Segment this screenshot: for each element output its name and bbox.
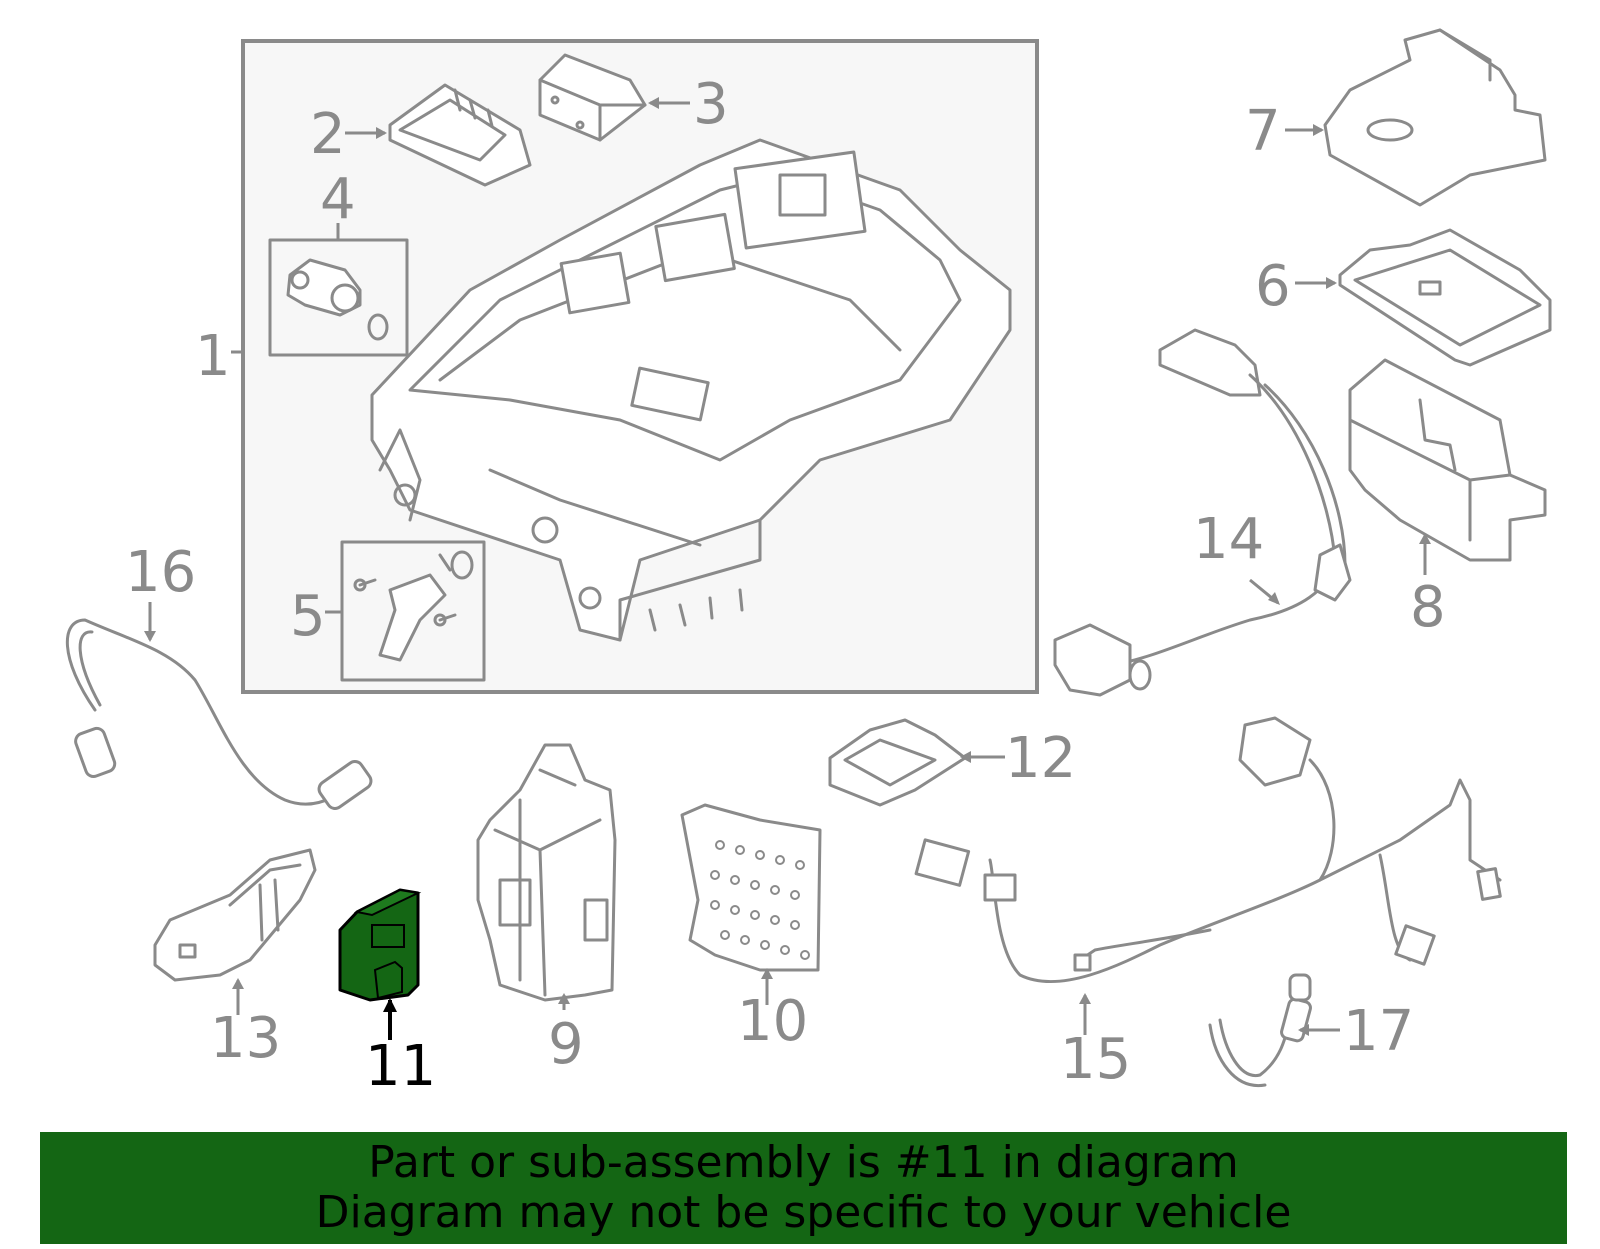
callout-7[interactable]: 7 xyxy=(1245,99,1281,164)
callout-8[interactable]: 8 xyxy=(1410,575,1446,640)
callout-12[interactable]: 12 xyxy=(1005,726,1076,791)
callout-5[interactable]: 5 xyxy=(290,584,326,649)
footer-line-1: Part or sub-assembly is #11 in diagram xyxy=(368,1137,1239,1188)
callout-16[interactable]: 16 xyxy=(125,540,196,605)
callout-11[interactable]: 11 xyxy=(365,1034,436,1099)
footer-line-2: Diagram may not be specific to your vehi… xyxy=(315,1187,1292,1238)
arrow-16 xyxy=(144,631,156,642)
callout-10[interactable]: 10 xyxy=(737,989,808,1054)
part-6-plate[interactable] xyxy=(1338,228,1552,367)
part-15-harness[interactable] xyxy=(914,716,1502,984)
arrowheads xyxy=(144,97,1431,1036)
part-4-valve-kit[interactable] xyxy=(268,238,409,357)
callout-1[interactable]: 1 xyxy=(195,324,231,389)
callout-9[interactable]: 9 xyxy=(548,1012,584,1077)
arrow-14 xyxy=(1268,592,1280,605)
callout-4[interactable]: 4 xyxy=(320,167,356,232)
inverter-housing[interactable] xyxy=(370,138,1012,642)
arrow-15 xyxy=(1079,993,1091,1004)
arrow-11 xyxy=(383,998,397,1012)
callout-2[interactable]: 2 xyxy=(310,102,346,167)
footer-banner: Part or sub-assembly is #11 in diagram D… xyxy=(40,1132,1567,1244)
part-7-cover[interactable] xyxy=(1323,28,1547,207)
part-14-harness[interactable] xyxy=(1053,328,1352,697)
arrow-13 xyxy=(232,978,244,989)
arrow-6 xyxy=(1326,277,1337,289)
part-9-module[interactable] xyxy=(476,743,617,1002)
arrow-7 xyxy=(1313,124,1324,136)
callout-13[interactable]: 13 xyxy=(210,1006,281,1071)
part-11-control-module[interactable] xyxy=(338,888,422,1002)
arrow-9 xyxy=(558,993,570,1004)
callout-6[interactable]: 6 xyxy=(1255,254,1291,319)
part-10-heat-shield[interactable] xyxy=(680,803,822,972)
arrow-3 xyxy=(648,97,659,109)
part-2-bracket[interactable] xyxy=(388,83,532,187)
callout-14[interactable]: 14 xyxy=(1193,507,1264,572)
arrow-12 xyxy=(960,751,971,763)
callout-15[interactable]: 15 xyxy=(1060,1027,1131,1092)
part-12-module[interactable] xyxy=(828,718,967,807)
arrow-17 xyxy=(1298,1024,1309,1036)
callout-17[interactable]: 17 xyxy=(1343,999,1414,1064)
part-17-sensor[interactable] xyxy=(1208,973,1312,1088)
assembly-1-group xyxy=(231,39,1039,694)
part-8-bracket[interactable] xyxy=(1348,358,1547,562)
arrow-10 xyxy=(761,968,773,979)
part-16-sensor-cable[interactable] xyxy=(65,618,374,812)
part-3-module[interactable] xyxy=(538,53,647,142)
callout-3[interactable]: 3 xyxy=(693,72,729,137)
part-13-bracket[interactable] xyxy=(153,848,317,982)
arrow-8 xyxy=(1419,533,1431,544)
arrow-2 xyxy=(376,127,387,139)
